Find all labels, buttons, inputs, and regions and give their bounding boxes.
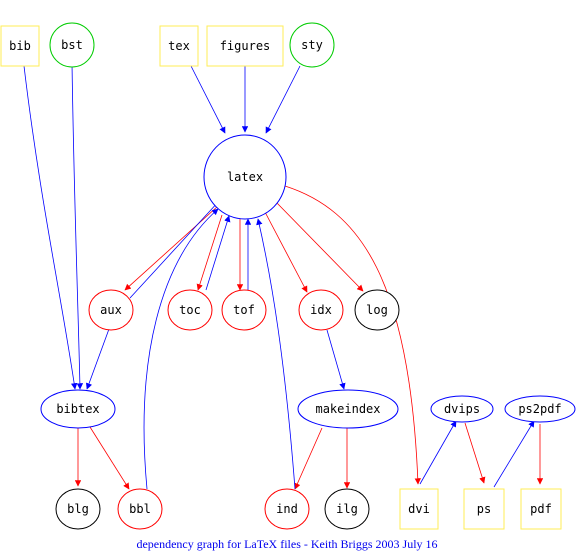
edge-latex-idx: [264, 211, 308, 293]
edge-latex-dvi: [284, 185, 421, 485]
edge-ps-ps2pdf: [493, 420, 535, 488]
node-sty-label: sty: [301, 38, 323, 52]
node-log-label: log: [366, 303, 388, 317]
diagram-caption: dependency graph for LaTeX files - Keith…: [136, 537, 437, 551]
node-bbl-label: bbl: [129, 502, 151, 516]
node-blg-label: blg: [67, 502, 89, 516]
node-aux-label: aux: [100, 303, 122, 317]
node-latex-label: latex: [227, 170, 263, 184]
edge-toc-latex: [205, 215, 231, 291]
node-bst-label: bst: [61, 38, 83, 52]
node-sty: sty: [289, 22, 335, 68]
edge-sty-latex: [265, 65, 301, 134]
node-bst: bst: [49, 22, 95, 68]
node-makeindex: makeindex: [297, 389, 399, 429]
node-ilg: ilg: [324, 488, 370, 530]
node-log: log: [354, 289, 400, 331]
node-ps2pdf: ps2pdf: [504, 395, 576, 423]
node-tof: tof: [221, 289, 267, 331]
edges: [23, 62, 544, 490]
node-ilg-label: ilg: [336, 502, 358, 516]
edge-bibtex-bbl: [89, 426, 130, 490]
node-bibtex: bibtex: [40, 389, 116, 429]
node-idx: idx: [298, 289, 344, 331]
nodes: bib bst tex figures sty latex aux: [0, 22, 576, 530]
node-ps: ps: [463, 488, 505, 530]
node-toc-label: toc: [179, 303, 201, 317]
edge-latex-toc: [196, 214, 223, 291]
edge-dvips-ps: [464, 422, 486, 484]
edge-latex-aux: [124, 205, 219, 291]
node-figures-label: figures: [220, 39, 271, 53]
node-makeindex-label: makeindex: [315, 402, 380, 416]
node-dvi: dvi: [399, 488, 439, 530]
edge-dvi-dvips: [419, 420, 457, 485]
node-toc: toc: [167, 289, 213, 331]
edge-bbl-latex: [143, 208, 219, 490]
edge-bst-bibtex: [71, 62, 84, 390]
node-pdf-label: pdf: [530, 502, 552, 516]
node-tex-label: tex: [168, 39, 190, 53]
node-dvips-label: dvips: [444, 402, 480, 416]
node-bib-label: bib: [9, 39, 31, 53]
node-ind: ind: [264, 488, 310, 530]
node-ps-label: ps: [477, 502, 491, 516]
edge-aux-latex: [129, 199, 221, 299]
node-latex: latex: [203, 134, 287, 220]
node-aux: aux: [88, 289, 134, 331]
node-blg: blg: [55, 488, 101, 530]
edge-latex-log: [275, 201, 364, 292]
edge-aux-bibtex: [85, 328, 110, 390]
edge-bib-bibtex: [23, 65, 78, 390]
node-ind-label: ind: [276, 502, 298, 516]
node-idx-label: idx: [310, 303, 332, 317]
edge-ind-latex: [256, 218, 296, 490]
node-dvips: dvips: [430, 395, 494, 423]
node-bbl: bbl: [117, 488, 163, 530]
edge-makeindex-ind: [294, 427, 323, 490]
node-pdf: pdf: [520, 488, 562, 530]
node-dvi-label: dvi: [408, 502, 430, 516]
node-ps2pdf-label: ps2pdf: [518, 402, 561, 416]
node-tof-label: tof: [233, 303, 255, 317]
edge-tex-latex: [190, 65, 226, 134]
node-figures: figures: [206, 25, 284, 67]
node-bibtex-label: bibtex: [56, 402, 99, 416]
edge-idx-makeindex: [326, 329, 346, 390]
node-bib: bib: [0, 25, 40, 67]
node-tex: tex: [159, 25, 199, 67]
